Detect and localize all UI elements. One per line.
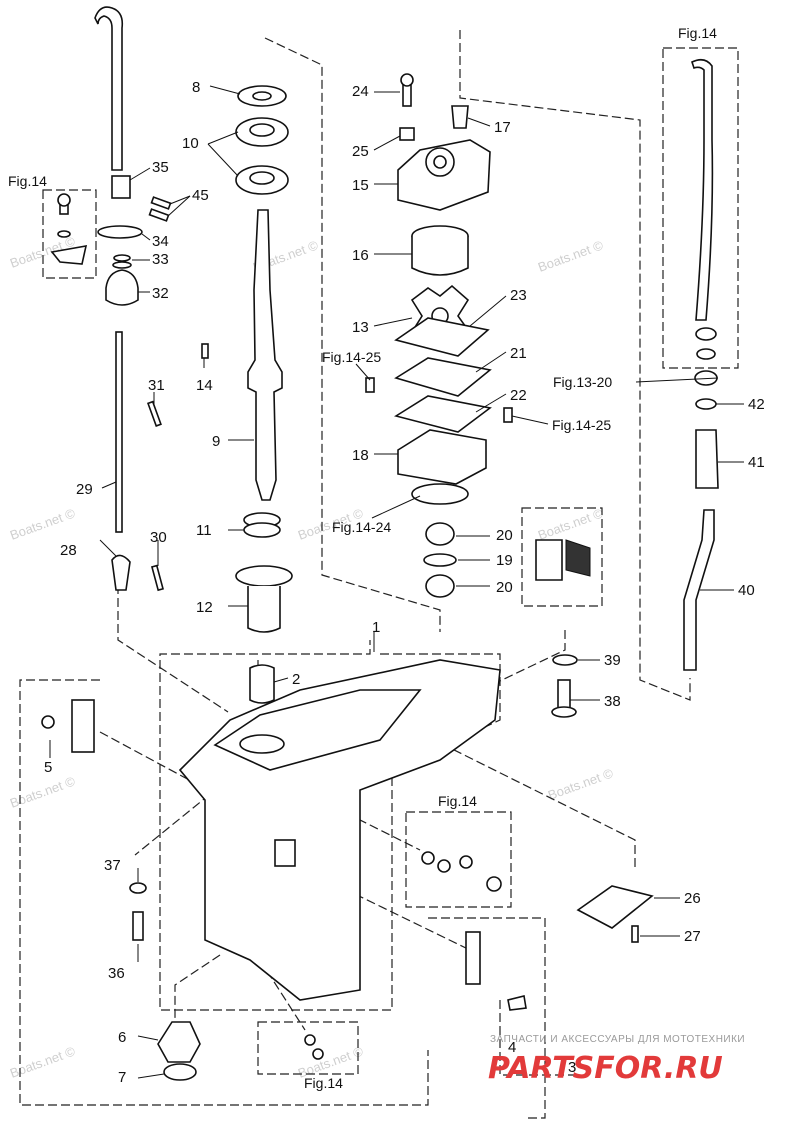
callout-45: 45: [192, 187, 209, 204]
grommet-32-part: [105, 269, 139, 306]
grommet-part: [111, 175, 131, 199]
callout-23: 23: [510, 287, 527, 304]
callout-29: 29: [76, 481, 93, 498]
callout-27: 27: [684, 928, 701, 945]
fig-ref-13-20: Fig.13-20: [553, 374, 612, 390]
svg-text:Boats.net ©: Boats.net ©: [8, 1043, 78, 1081]
callout-8: 8: [192, 79, 200, 96]
callout-10: 10: [182, 135, 199, 152]
water-tube-right-part: [691, 58, 714, 321]
svg-text:Boats.net ©: Boats.net ©: [8, 773, 78, 811]
callout-12: 12: [196, 599, 213, 616]
callout-1: 1: [372, 619, 380, 636]
figure-references: Fig.14 Fig.14 Fig.14 Fig.14 Fig.14-25 Fi…: [8, 25, 717, 1091]
fig-ref-top-right: Fig.14: [678, 25, 717, 41]
brand-watermark: ЗАПЧАСТИ И АКСЕССУАРЫ ДЛЯ МОТОТЕХНИКИ PA…: [488, 1034, 745, 1086]
callout-4: 4: [508, 1039, 516, 1056]
callout-33: 33: [152, 251, 169, 268]
callout-3: 3: [568, 1059, 576, 1076]
callout-15: 15: [352, 177, 369, 194]
callout-30: 30: [150, 529, 167, 546]
callout-36: 36: [108, 965, 125, 982]
fig-ref-bottom: Fig.14: [304, 1075, 343, 1091]
callout-7: 7: [118, 1069, 126, 1086]
callout-14: 14: [196, 377, 213, 394]
callout-16: 16: [352, 247, 369, 264]
callout-32: 32: [152, 285, 169, 302]
callout-38: 38: [604, 693, 621, 710]
drive-shaft-part: [247, 209, 283, 501]
shift-rod-part: [115, 331, 123, 533]
callout-26: 26: [684, 890, 701, 907]
callout-19: 19: [496, 552, 513, 569]
brand-tagline: ЗАПЧАСТИ И АКСЕССУАРЫ ДЛЯ МОТОТЕХНИКИ: [490, 1034, 745, 1045]
callout-11: 11: [196, 522, 212, 539]
callout-2: 2: [292, 671, 300, 688]
callout-40: 40: [738, 582, 755, 599]
fig-ref-mid: Fig.14: [438, 793, 477, 809]
callout-37: 37: [104, 857, 121, 874]
callout-39: 39: [604, 652, 621, 669]
callout-5: 5: [44, 759, 52, 776]
svg-text:Boats.net ©: Boats.net ©: [536, 505, 606, 543]
svg-text:Boats.net ©: Boats.net ©: [536, 237, 606, 275]
svg-text:Boats.net ©: Boats.net ©: [8, 505, 78, 543]
leader-lines: [49, 85, 744, 1079]
callout-18: 18: [352, 447, 369, 464]
callout-labels: 1 2 3 4 5 6 7 8 9 10 11 12 13 14 15 16 1…: [44, 79, 765, 1086]
brand-name: PARTSFOR.RU: [488, 1051, 723, 1086]
part-drawings: [41, 6, 719, 1081]
fig-ref-14-25-left: Fig.14-25: [322, 349, 381, 365]
callout-28: 28: [60, 542, 77, 559]
callout-41: 41: [748, 454, 765, 471]
callout-20-lower: 20: [496, 579, 513, 596]
callout-31: 31: [148, 377, 165, 394]
callout-21: 21: [510, 345, 527, 362]
callout-24: 24: [352, 83, 369, 100]
callout-34: 34: [152, 233, 169, 250]
callout-6: 6: [118, 1029, 126, 1046]
dashed-outlines: [19, 30, 739, 1119]
svg-text:Boats.net ©: Boats.net ©: [546, 765, 616, 803]
fig-ref-14-25-right: Fig.14-25: [552, 417, 611, 433]
callout-42: 42: [748, 396, 765, 413]
water-tube-part: [94, 6, 124, 171]
callout-9: 9: [212, 433, 220, 450]
fig-ref-14-24: Fig.14-24: [332, 519, 391, 535]
callout-25: 25: [352, 143, 369, 160]
callout-35: 35: [152, 159, 169, 176]
callout-13: 13: [352, 319, 369, 336]
callout-22: 22: [510, 387, 527, 404]
callout-20-upper: 20: [496, 527, 513, 544]
fig-ref-top-left: Fig.14: [8, 173, 47, 189]
callout-17: 17: [494, 119, 511, 136]
